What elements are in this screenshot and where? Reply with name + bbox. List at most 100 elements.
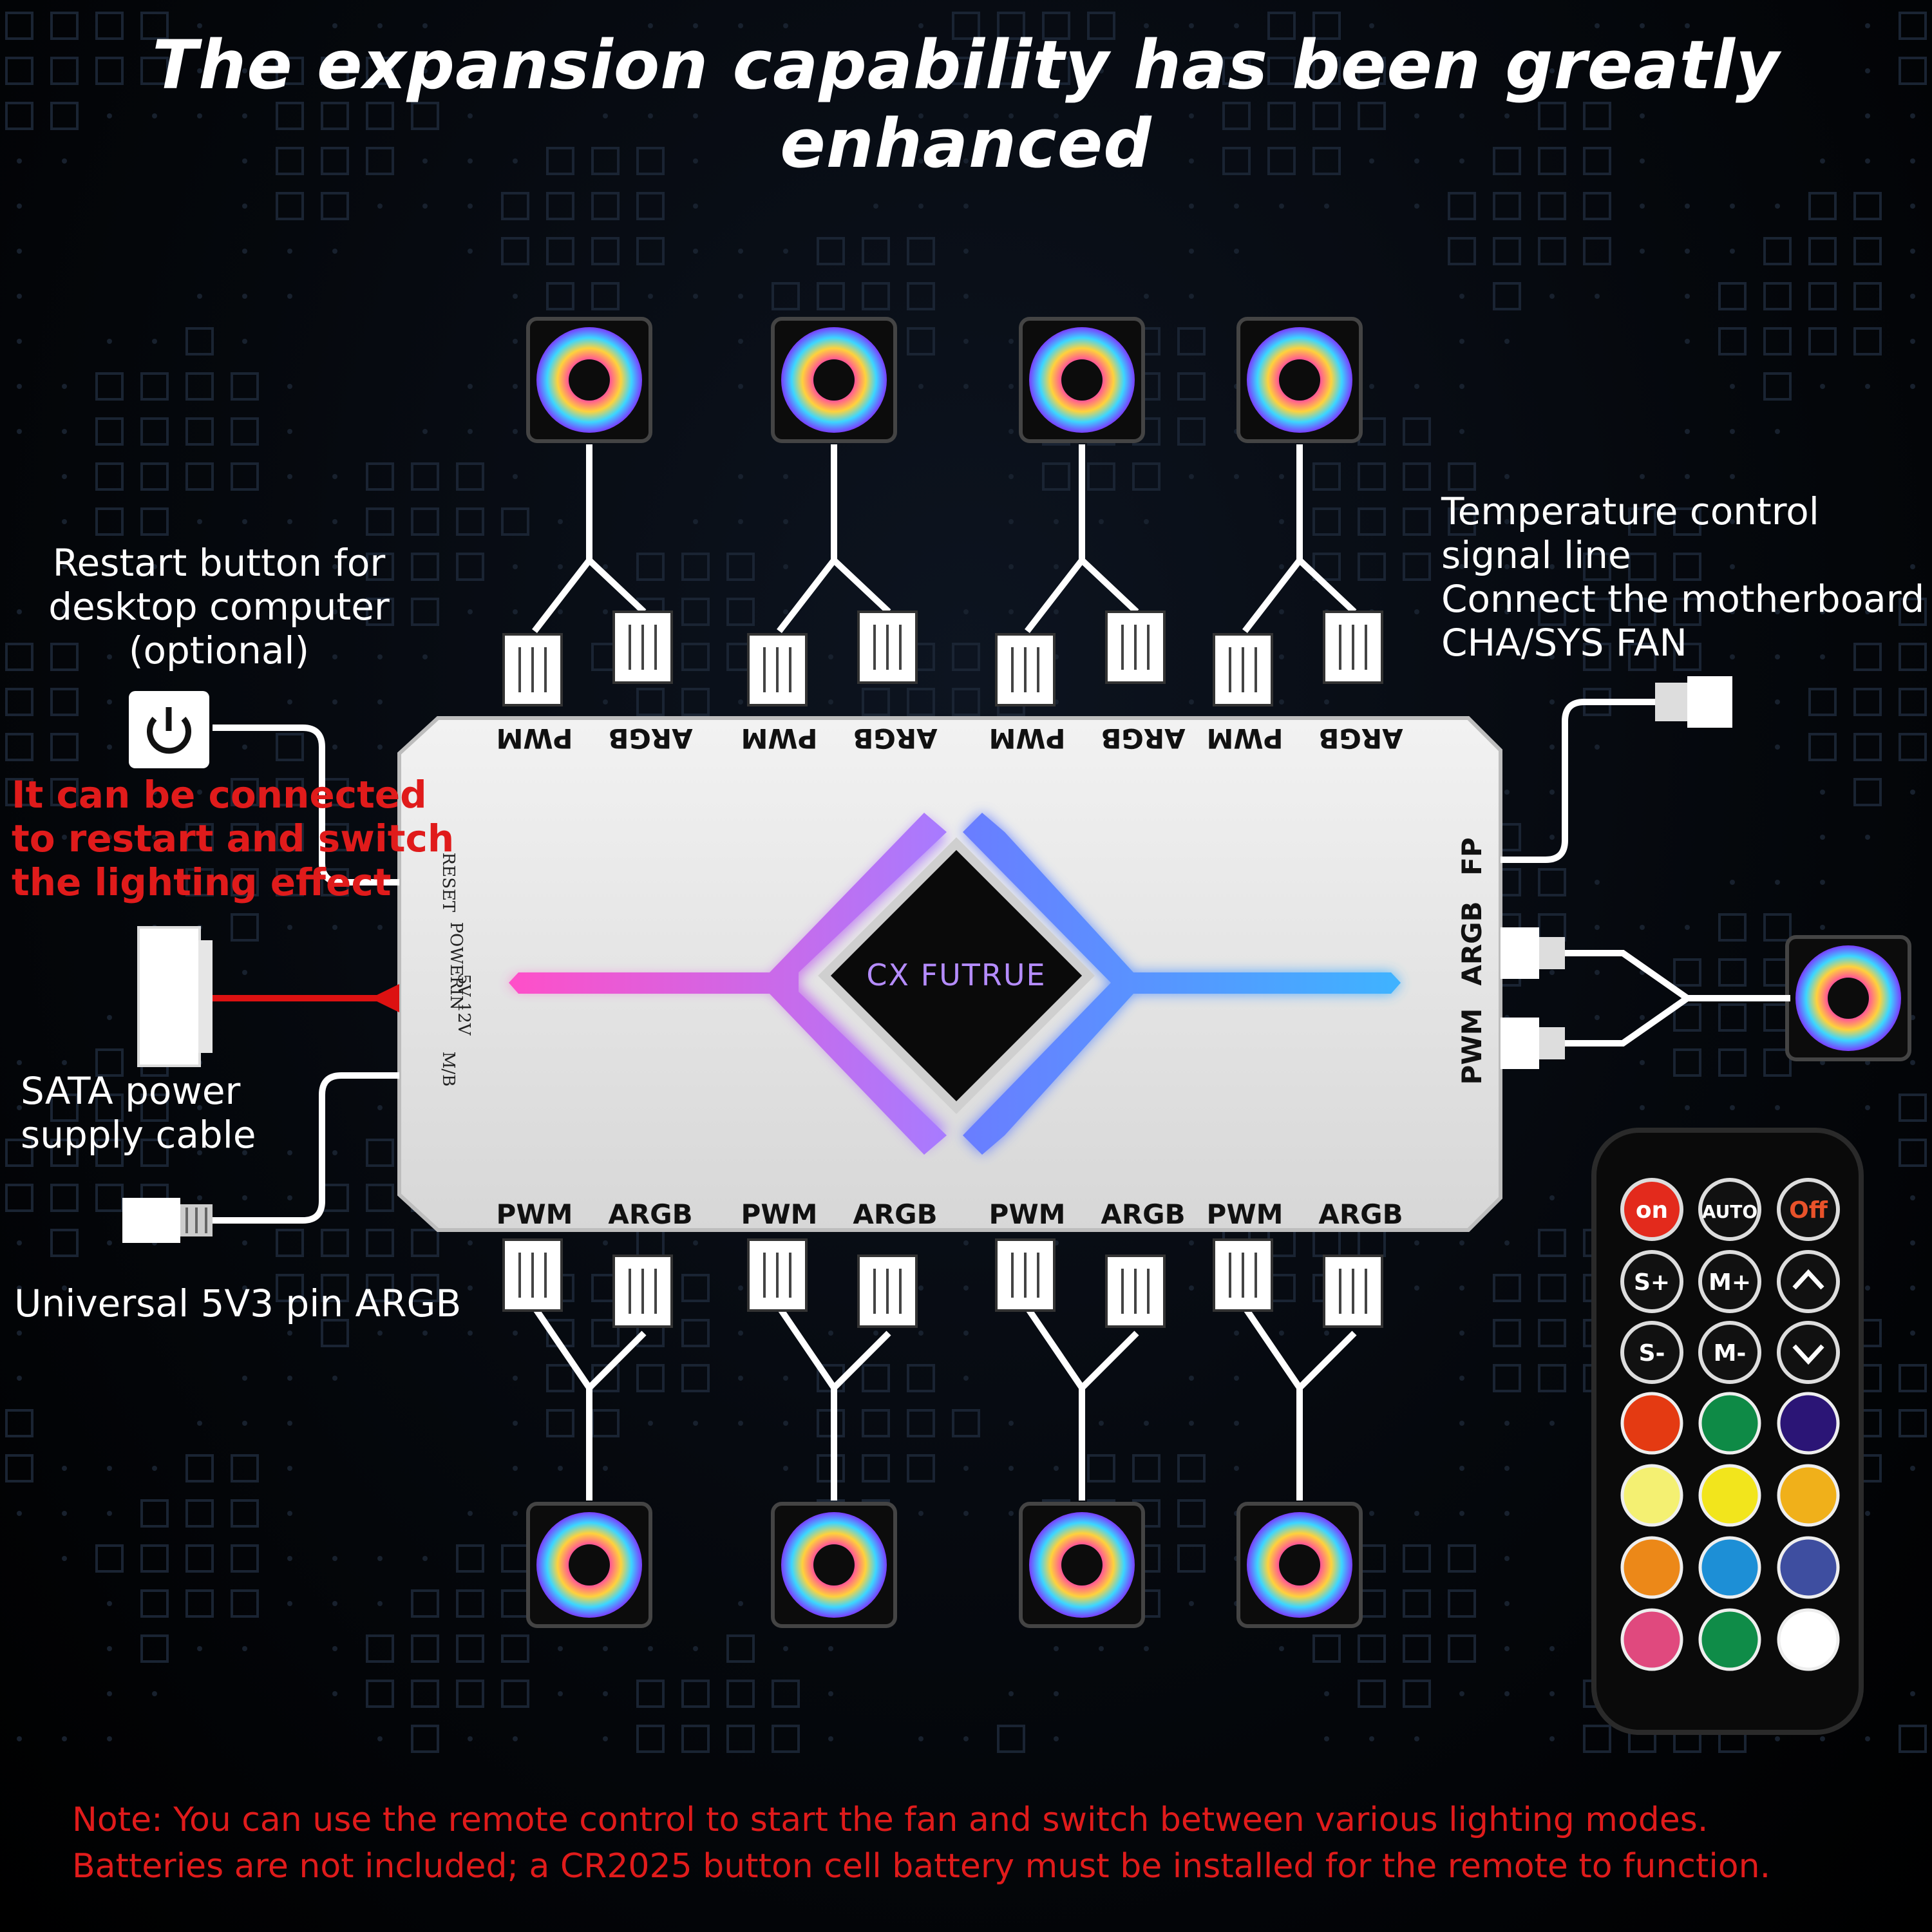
bg-dot bbox=[17, 339, 22, 344]
bg-dot bbox=[1730, 1105, 1735, 1110]
bottom-argb-connector bbox=[1323, 1255, 1383, 1328]
bg-dot bbox=[1730, 519, 1735, 524]
bg-square bbox=[591, 1319, 620, 1347]
bg-square bbox=[185, 462, 214, 491]
bg-square bbox=[5, 1454, 33, 1482]
bottom-port-argb: ARGB bbox=[1318, 1198, 1403, 1230]
bg-square bbox=[5, 643, 33, 671]
bg-dot bbox=[738, 1421, 743, 1426]
bg-dot bbox=[1910, 1285, 1915, 1291]
bg-square bbox=[50, 643, 79, 671]
bg-dot bbox=[738, 1376, 743, 1381]
bg-dot bbox=[558, 564, 563, 569]
bg-square bbox=[1358, 462, 1386, 491]
bg-dot bbox=[1459, 429, 1464, 434]
bg-dot bbox=[107, 1511, 112, 1516]
bg-dot bbox=[1234, 1421, 1239, 1426]
bg-square bbox=[366, 598, 394, 626]
bg-dot bbox=[17, 294, 22, 299]
bg-dot bbox=[1234, 249, 1239, 254]
bg-dot bbox=[1865, 1736, 1870, 1741]
remote-button-label: M+ bbox=[1709, 1269, 1751, 1296]
footer-note: Note: You can use the remote control to … bbox=[72, 1797, 1875, 1889]
bg-square bbox=[862, 1454, 890, 1482]
bg-dot bbox=[603, 1240, 608, 1245]
bg-dot bbox=[1009, 339, 1014, 344]
bg-dot bbox=[963, 1285, 969, 1291]
bg-square bbox=[5, 1184, 33, 1212]
bg-square bbox=[1403, 507, 1431, 536]
bg-dot bbox=[62, 1511, 67, 1516]
bg-square bbox=[276, 102, 304, 130]
bg-dot bbox=[1414, 1511, 1419, 1516]
fan-hub bbox=[569, 359, 610, 401]
bg-dot bbox=[1730, 384, 1735, 389]
bg-square bbox=[1177, 417, 1206, 446]
bg-square bbox=[1583, 553, 1611, 581]
bg-dot bbox=[1279, 609, 1284, 614]
bg-dot bbox=[17, 609, 22, 614]
bg-dot bbox=[918, 204, 923, 209]
bg-dot bbox=[1730, 564, 1735, 569]
bg-dot bbox=[1459, 158, 1464, 164]
argb-connector-icon bbox=[122, 1198, 213, 1243]
remote-button-label: AUTO bbox=[1702, 1201, 1757, 1222]
bg-dot bbox=[1414, 204, 1419, 209]
bg-dot bbox=[918, 113, 923, 118]
bg-square bbox=[276, 147, 304, 175]
bg-dot bbox=[332, 699, 337, 705]
top-port-pwm: PWM bbox=[989, 723, 1066, 754]
bottom-argb-connector bbox=[857, 1255, 918, 1328]
bg-dot bbox=[1640, 474, 1645, 479]
bg-dot bbox=[17, 158, 22, 164]
top-port-argb: ARGB bbox=[1318, 723, 1403, 754]
bottom-fan-cable bbox=[1242, 1305, 1357, 1501]
bg-dot bbox=[1504, 474, 1510, 479]
bg-dot bbox=[1414, 113, 1419, 118]
bg-square bbox=[952, 1409, 980, 1437]
bg-dot bbox=[1685, 1105, 1690, 1110]
restart-button-label: Restart button for desktop computer (opt… bbox=[35, 541, 402, 672]
bg-square bbox=[1538, 1229, 1566, 1257]
bg-dot bbox=[558, 1646, 563, 1651]
bg-dot bbox=[783, 474, 788, 479]
bg-dot bbox=[918, 1285, 923, 1291]
bg-dot bbox=[1775, 609, 1780, 614]
bg-dot bbox=[1279, 204, 1284, 209]
bg-dot bbox=[1459, 1285, 1464, 1291]
bg-dot bbox=[1865, 1511, 1870, 1516]
bg-dot bbox=[1279, 474, 1284, 479]
bg-dot bbox=[287, 1556, 292, 1561]
bg-dot bbox=[17, 835, 22, 840]
bg-dot bbox=[377, 699, 383, 705]
top-port-pwm: PWM bbox=[497, 723, 573, 754]
bg-dot bbox=[648, 113, 653, 118]
bg-dot bbox=[287, 1331, 292, 1336]
bg-square bbox=[276, 868, 304, 896]
top-port-argb: ARGB bbox=[1101, 723, 1185, 754]
bottom-port-argb: ARGB bbox=[853, 1198, 937, 1230]
bg-square bbox=[5, 1139, 33, 1167]
bg-dot bbox=[107, 609, 112, 614]
bg-square bbox=[1853, 688, 1882, 716]
bg-square bbox=[1177, 1544, 1206, 1573]
bg-square bbox=[1448, 192, 1476, 220]
top-fan-2 bbox=[771, 317, 897, 443]
bg-dot bbox=[422, 1331, 428, 1336]
bg-dot bbox=[332, 609, 337, 614]
bg-square bbox=[50, 57, 79, 85]
bg-dot bbox=[242, 1285, 247, 1291]
bg-square bbox=[907, 282, 935, 310]
bg-dot bbox=[783, 609, 788, 614]
bg-dot bbox=[1549, 1691, 1555, 1696]
bg-dot bbox=[242, 1240, 247, 1245]
bg-square bbox=[276, 1274, 304, 1302]
temperature-line-2: signal line bbox=[1441, 533, 1631, 577]
bg-dot bbox=[1414, 158, 1419, 164]
bg-square bbox=[546, 1409, 574, 1437]
bg-dot bbox=[1595, 68, 1600, 73]
bg-square bbox=[456, 1634, 484, 1663]
bg-dot bbox=[287, 474, 292, 479]
